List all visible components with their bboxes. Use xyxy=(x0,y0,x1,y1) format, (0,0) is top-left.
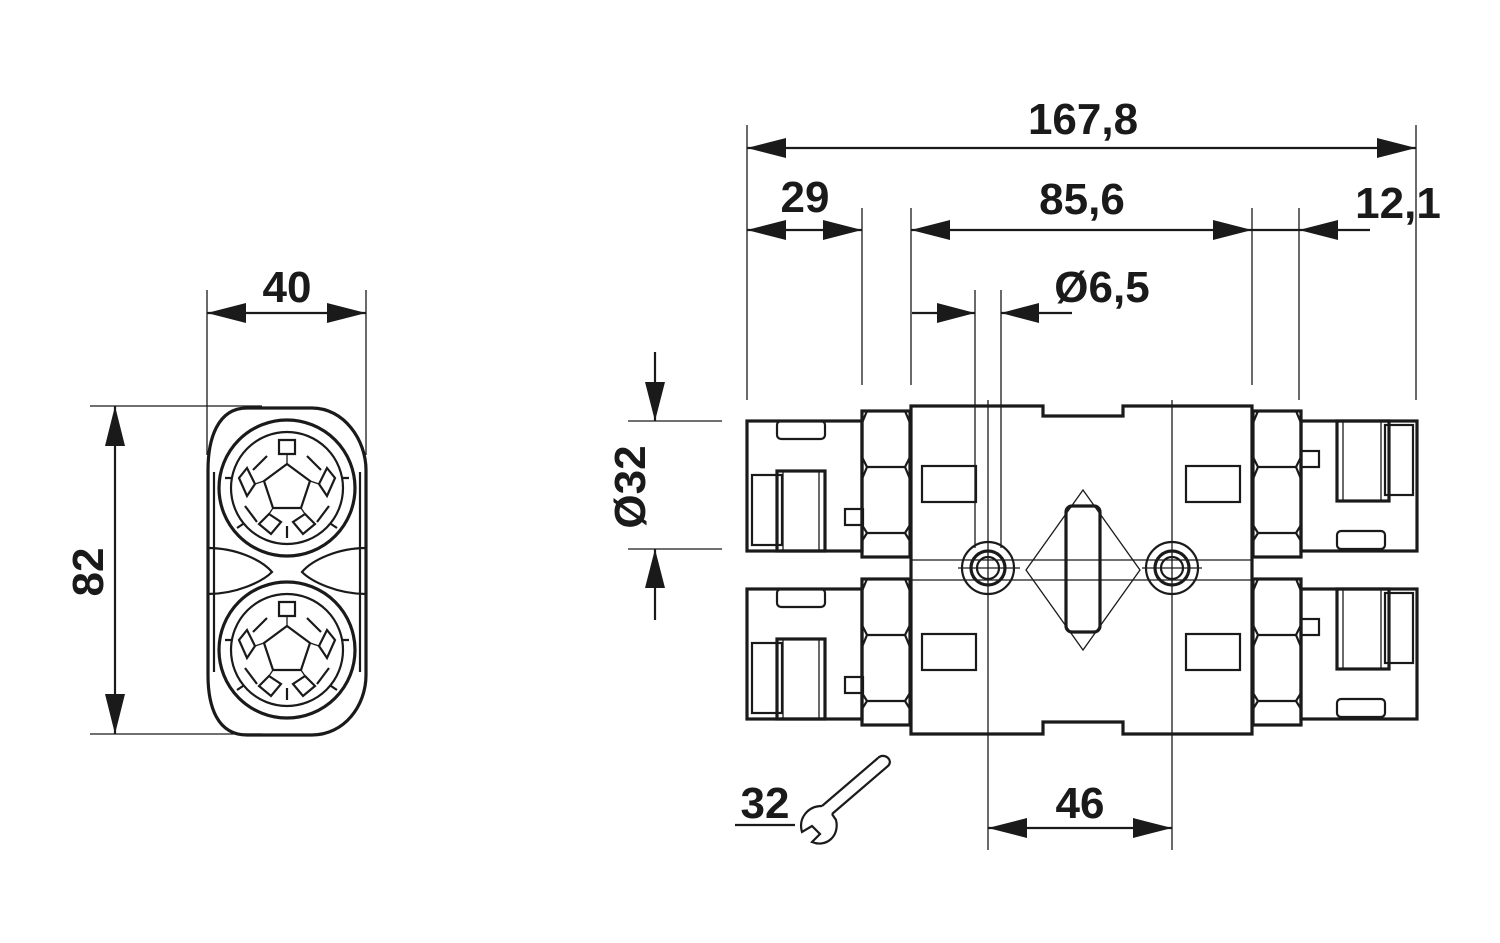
dim-overall-length: 167,8 xyxy=(1028,95,1138,144)
dim-center-span: 85,6 xyxy=(1039,175,1125,224)
side-view: 40 82 xyxy=(64,263,368,737)
dim-right-end: 12,1 xyxy=(1355,179,1441,228)
dim-side-height: 82 xyxy=(64,548,113,597)
center-body xyxy=(909,404,1254,736)
port-upper-right xyxy=(1251,409,1419,559)
wrench-icon xyxy=(800,754,891,845)
front-view: 167,8 29 85,6 12,1 Ø6,5 Ø32 46 32 xyxy=(606,95,1441,850)
port-lower-left xyxy=(745,577,912,727)
dim-port-diameter: Ø32 xyxy=(606,445,655,528)
dim-hole-spacing: 46 xyxy=(1056,779,1105,828)
dim-hole-diameter: Ø6,5 xyxy=(1054,263,1149,312)
dim-left-end: 29 xyxy=(781,173,830,222)
center-slot xyxy=(1064,504,1102,634)
connector-face-bottom xyxy=(217,580,357,720)
port-upper-left xyxy=(745,409,912,559)
port-lower-right xyxy=(1251,577,1419,727)
side-housing-outline xyxy=(206,406,368,737)
dim-wrench-size: 32 xyxy=(741,779,790,828)
connector-face-top xyxy=(217,418,357,558)
dim-side-width: 40 xyxy=(263,263,312,312)
